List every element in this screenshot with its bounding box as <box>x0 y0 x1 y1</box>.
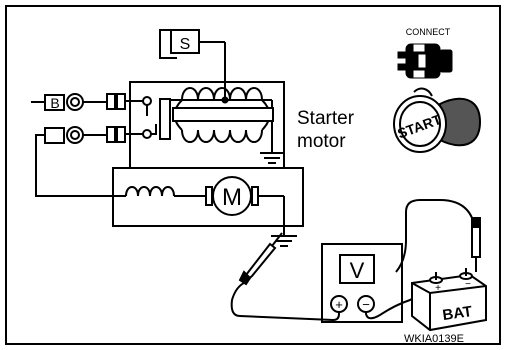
motor-armature <box>205 176 285 232</box>
battery-minus-label: − <box>465 279 471 290</box>
b-terminal-label: B <box>50 95 59 111</box>
terminal-studs <box>106 93 130 143</box>
starter-motor-label-line1: Starter <box>297 108 355 129</box>
connector-plug-icon <box>397 43 453 79</box>
internal-contacts <box>130 96 157 139</box>
figure-id: WKIA0139E <box>404 333 464 345</box>
battery-probe <box>471 217 481 272</box>
connect-label: CONNECT <box>406 27 451 37</box>
ignition-key-icon <box>393 87 481 153</box>
s-terminal-connector <box>159 29 226 100</box>
housing-ground-symbol <box>260 150 284 164</box>
starter-motor-label-line2: motor <box>297 131 346 152</box>
voltmeter-minus-label: − <box>362 297 370 312</box>
m-terminal-connector <box>35 126 113 197</box>
battery <box>411 268 487 332</box>
field-coil <box>113 186 208 197</box>
battery-plus-label: + <box>435 283 441 294</box>
s-terminal-label: S <box>180 36 191 53</box>
battery-label: BAT <box>441 303 473 324</box>
probe-leads <box>230 199 477 322</box>
motor-probe <box>238 232 283 286</box>
b-terminal-connector <box>31 93 107 111</box>
voltmeter-label: V <box>350 258 365 283</box>
motor-ground-symbol <box>271 232 297 247</box>
coil-junction-dot <box>221 96 229 104</box>
voltmeter-plus-label: + <box>335 297 343 312</box>
figure-frame <box>5 5 501 345</box>
plunger <box>159 98 274 140</box>
motor-label: M <box>222 184 242 211</box>
